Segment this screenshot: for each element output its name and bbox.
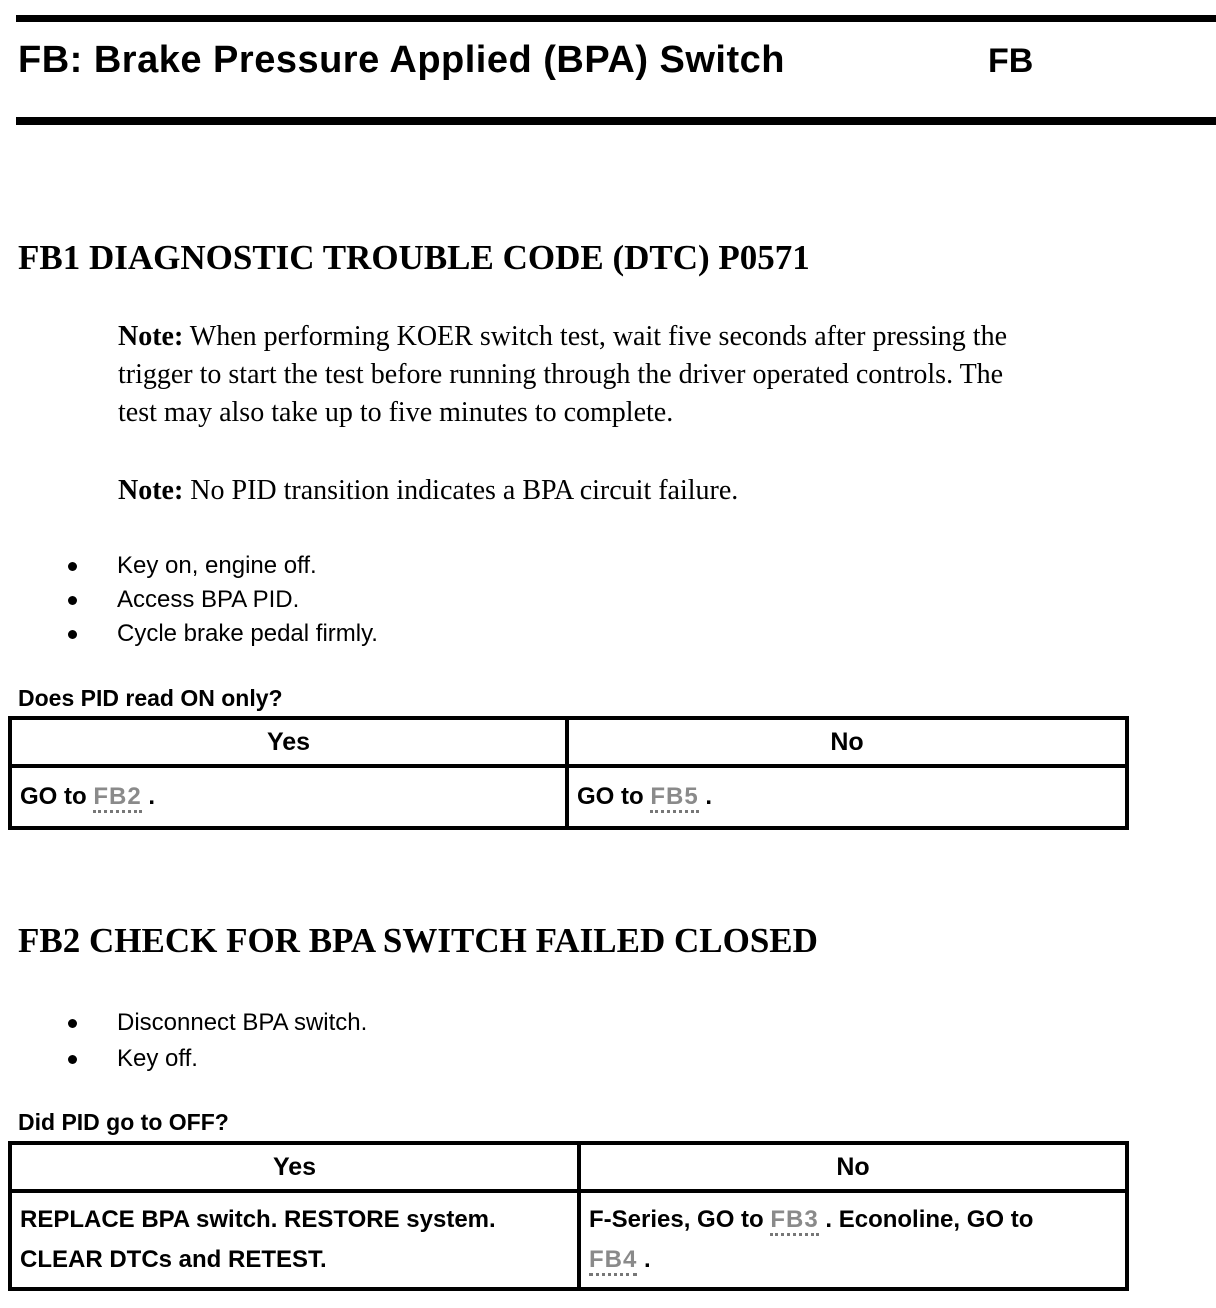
bullet-icon — [68, 1054, 77, 1064]
link-fb5[interactable]: FB5 — [650, 783, 699, 813]
action-text: F-Series, GO to — [589, 1206, 771, 1233]
link-fb2[interactable]: FB2 — [93, 783, 142, 813]
no-action-cell: GO to FB5 . — [565, 764, 1129, 830]
fb2-question: Did PID go to OFF? — [18, 1109, 229, 1135]
table-header-row: Yes No — [8, 1141, 1129, 1193]
no-column-header: No — [565, 716, 1129, 768]
list-item-text: Key off. — [117, 1045, 198, 1072]
table-row: REPLACE BPA switch. RESTORE system. CLEA… — [8, 1189, 1129, 1291]
bullet-icon — [68, 1018, 77, 1028]
note-koer-test: Note: When performing KOER switch test, … — [118, 318, 1188, 432]
page-title: FB: Brake Pressure Applied (BPA) Switch — [18, 39, 785, 81]
action-text: GO to — [20, 783, 94, 810]
note-pid-transition: Note: No PID transition indicates a BPA … — [118, 472, 1188, 510]
action-text: . — [637, 1246, 651, 1273]
no-column-header: No — [577, 1141, 1129, 1193]
list-item-text: Cycle brake pedal firmly. — [117, 620, 378, 647]
list-item: Key off. — [68, 1041, 367, 1077]
table-row: GO to FB2 . GO to FB5 . — [8, 764, 1129, 830]
fb1-decision-table: Yes No GO to FB2 . GO to FB5 . — [8, 716, 1129, 830]
action-text: . — [698, 783, 713, 810]
bullet-icon — [68, 629, 77, 639]
link-fb3[interactable]: FB3 — [770, 1206, 819, 1236]
section-heading-fb2: FB2 CHECK FOR BPA SWITCH FAILED CLOSED — [18, 921, 818, 960]
note-text-line2: trigger to start the test before running… — [118, 359, 1004, 390]
note-text-line3: test may also take up to five minutes to… — [118, 397, 674, 428]
list-item: Access BPA PID. — [68, 583, 378, 617]
yes-column-header: Yes — [8, 1141, 581, 1193]
fb1-question: Does PID read ON only? — [18, 685, 283, 711]
action-text-line2: CLEAR DTCs and RETEST. — [20, 1246, 327, 1273]
action-text: . Econoline, GO to — [818, 1206, 1034, 1233]
table-header-row: Yes No — [8, 716, 1129, 768]
list-item: Disconnect BPA switch. — [68, 1005, 367, 1041]
header-top-rule — [16, 15, 1216, 22]
link-fb4[interactable]: FB4 — [589, 1246, 638, 1276]
bullet-icon — [68, 561, 77, 571]
yes-column-header: Yes — [8, 716, 569, 768]
note-label: Note: — [118, 321, 184, 352]
header-bottom-rule — [16, 117, 1216, 125]
no-action-cell: F-Series, GO to FB3 . Econoline, GO to FB… — [577, 1189, 1129, 1291]
yes-action-cell: REPLACE BPA switch. RESTORE system. CLEA… — [8, 1189, 581, 1291]
list-item-text: Key on, engine off. — [117, 552, 317, 579]
note-text: No PID transition indicates a BPA circui… — [183, 475, 739, 506]
section-heading-fb1: FB1 DIAGNOSTIC TROUBLE CODE (DTC) P0571 — [18, 238, 810, 277]
fb1-step-list: Key on, engine off. Access BPA PID. Cycl… — [68, 549, 378, 651]
yes-action-cell: GO to FB2 . — [8, 764, 569, 830]
fb2-decision-table: Yes No REPLACE BPA switch. RESTORE syste… — [8, 1141, 1129, 1291]
action-text: . — [141, 783, 156, 810]
list-item: Cycle brake pedal firmly. — [68, 617, 378, 651]
action-text: GO to — [577, 783, 651, 810]
list-item: Key on, engine off. — [68, 549, 378, 583]
action-text-line1: REPLACE BPA switch. RESTORE system. — [20, 1206, 496, 1233]
list-item-text: Disconnect BPA switch. — [117, 1009, 368, 1036]
page-section-code: FB — [988, 42, 1034, 80]
note-text-line1: When performing KOER switch test, wait f… — [183, 321, 1008, 352]
fb2-step-list: Disconnect BPA switch. Key off. — [68, 1005, 367, 1077]
list-item-text: Access BPA PID. — [117, 586, 300, 613]
bullet-icon — [68, 595, 77, 605]
note-label: Note: — [118, 475, 184, 506]
